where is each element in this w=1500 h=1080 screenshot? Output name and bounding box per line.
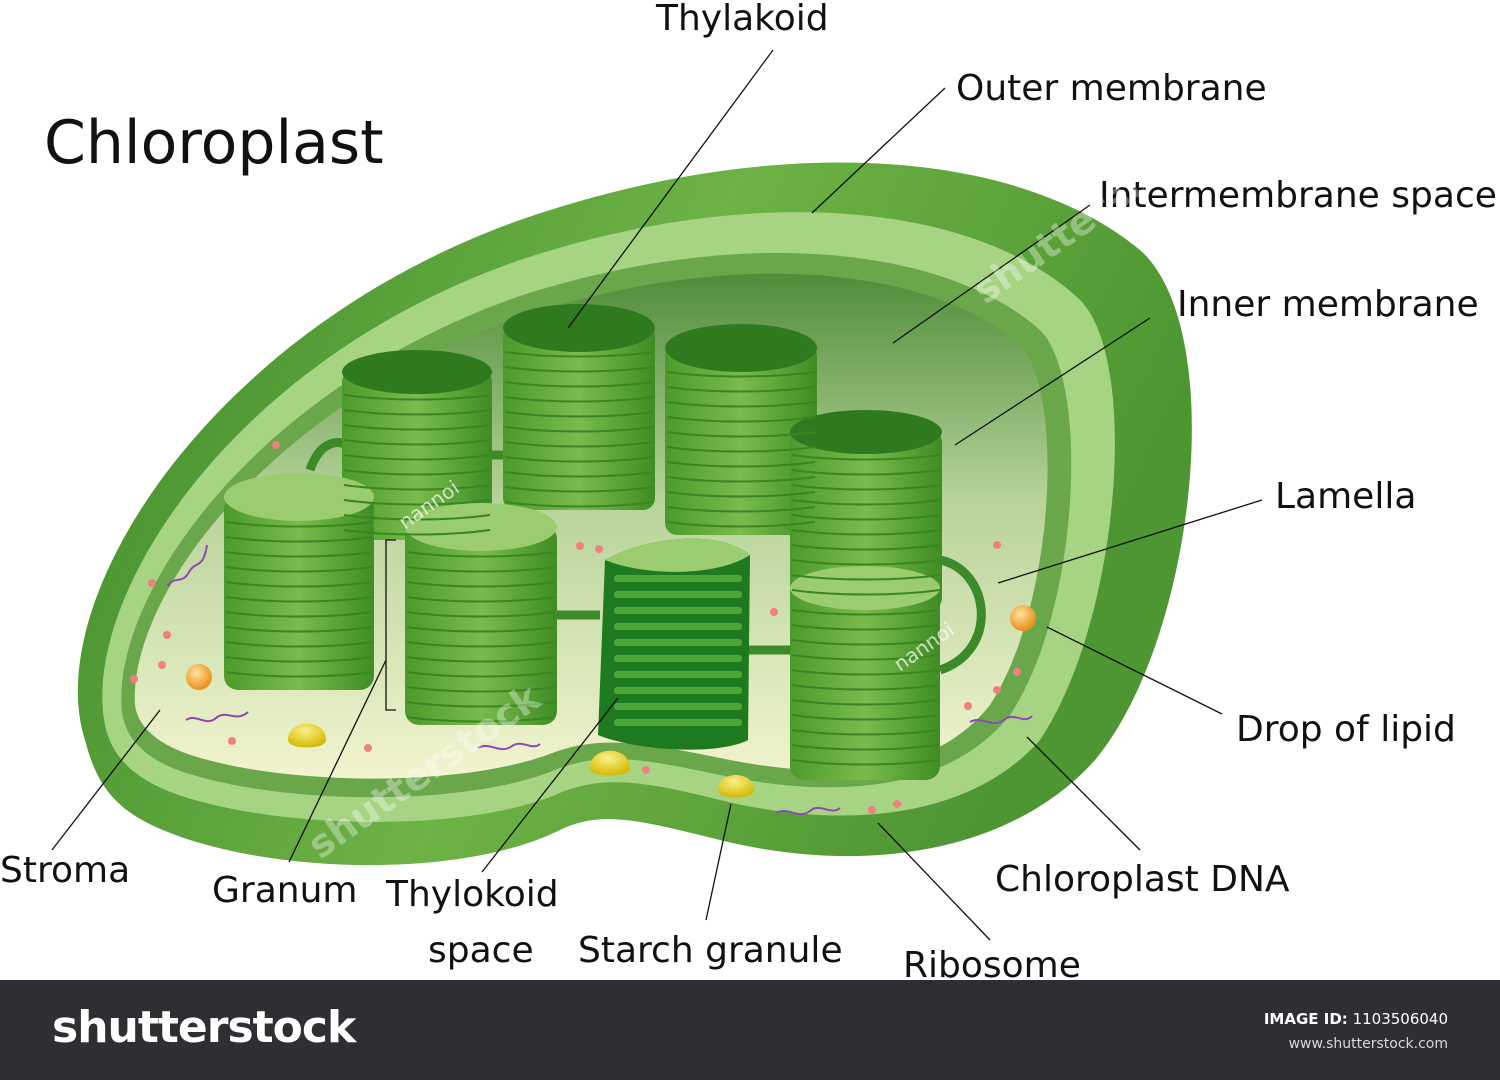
- granum-front-1: [224, 473, 374, 690]
- footer-bar: shutterstock IMAGE ID: 1103506040 www.sh…: [0, 980, 1500, 1080]
- starch-granule: [590, 750, 630, 776]
- label-intermembrane-space: Intermembrane space: [1099, 175, 1497, 216]
- label-lamella: Lamella: [1275, 476, 1416, 517]
- footer-meta: IMAGE ID: 1103506040 www.shutterstock.co…: [1264, 1010, 1448, 1052]
- lamellae: [305, 438, 986, 675]
- granum-back-2: [503, 304, 655, 510]
- leader-lines: [51, 49, 1263, 941]
- granum-bracket: [385, 539, 396, 711]
- label-granum: Granum: [212, 870, 357, 911]
- label-inner-membrane: Inner membrane: [1177, 284, 1479, 325]
- ribosomes: [130, 441, 1021, 814]
- thylakoid-lumen-lines: [614, 575, 742, 726]
- label-ribosome: Ribosome: [903, 945, 1081, 980]
- starch-granule: [288, 723, 326, 748]
- label-thylakoid: Thylakoid: [655, 0, 829, 39]
- footer-brand[interactable]: shutterstock: [52, 1002, 356, 1053]
- label-stroma: Stroma: [0, 850, 130, 891]
- label-thylokoid-space-line2: space: [428, 930, 534, 971]
- thylakoid-ridges: [225, 351, 941, 766]
- label-chloroplast-dna: Chloroplast DNA: [995, 859, 1290, 900]
- granum-back-3: [665, 324, 817, 535]
- footer-url[interactable]: www.shutterstock.com: [1288, 1036, 1448, 1052]
- lipid-drop: [1010, 605, 1036, 631]
- chloroplast-dna: [167, 544, 1033, 816]
- image-id-line: IMAGE ID: 1103506040: [1264, 1010, 1448, 1028]
- image-id-value: 1103506040: [1352, 1010, 1448, 1028]
- starch-granule: [718, 775, 754, 798]
- label-thylokoid-space-line1: Thylokoid: [385, 874, 559, 915]
- label-outer-membrane: Outer membrane: [956, 68, 1267, 109]
- lipid-drop: [186, 664, 212, 690]
- granum-front-3: [790, 566, 940, 780]
- image-id-label: IMAGE ID:: [1263, 1010, 1348, 1028]
- label-drop-of-lipid: Drop of lipid: [1236, 709, 1456, 750]
- label-starch-granule: Starch granule: [578, 930, 843, 971]
- chloroplast-diagram: Chloroplast: [0, 0, 1497, 980]
- diagram-title: Chloroplast: [44, 108, 384, 178]
